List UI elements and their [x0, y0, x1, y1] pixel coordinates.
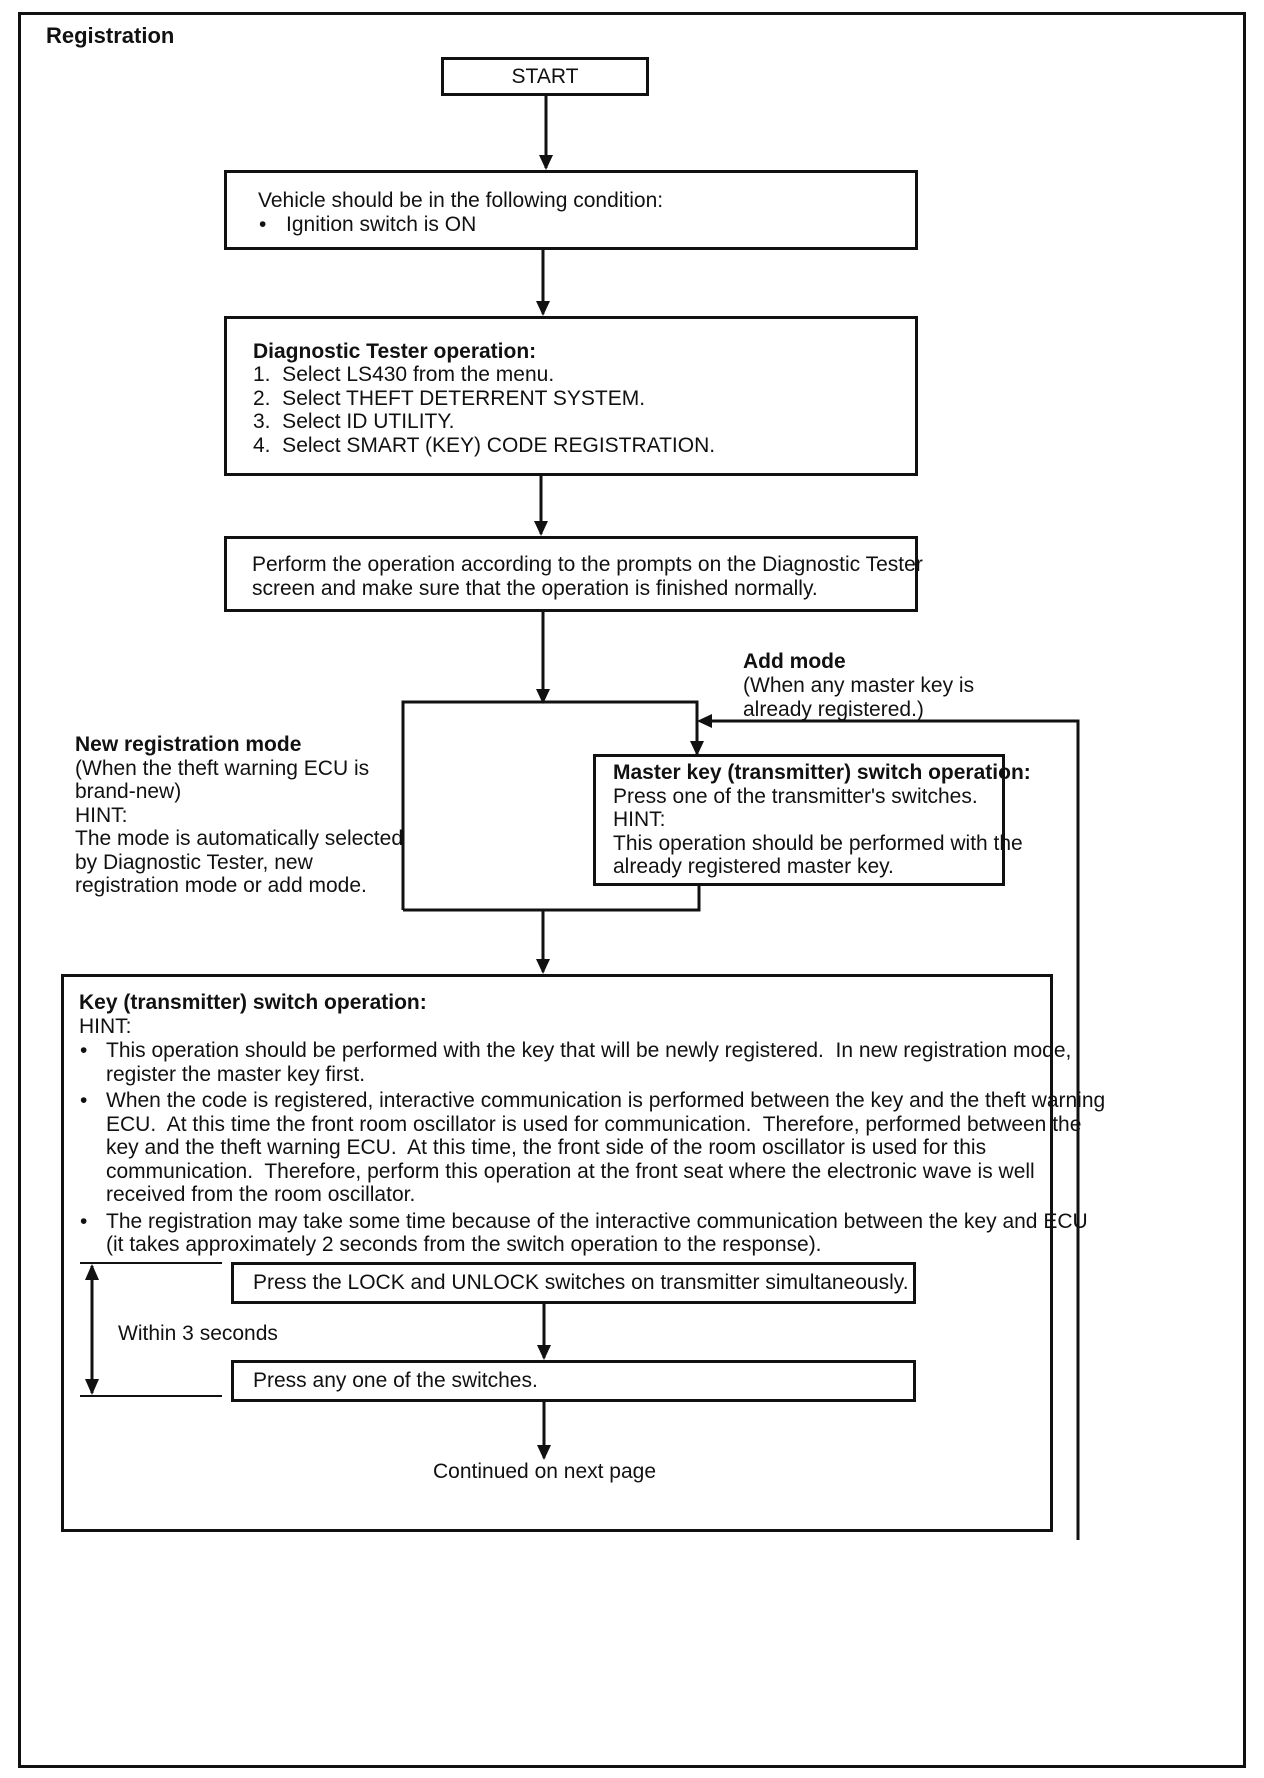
key-op-bullet-line: This operation should be performed with …: [106, 1039, 1072, 1062]
tester-box: [224, 316, 918, 476]
press-lock-text: Press the LOCK and UNLOCK switches on tr…: [253, 1271, 909, 1294]
master-key-heading: Master key (transmitter) switch operatio…: [613, 761, 1031, 784]
perform-box: [224, 536, 918, 612]
tester-item: 1. Select LS430 from the menu.: [253, 363, 555, 386]
press-any-box: [231, 1360, 916, 1402]
key-op-hint: HINT:: [79, 1015, 132, 1038]
key-op-bullet-mark: •: [80, 1089, 88, 1112]
master-key-line: already registered master key.: [613, 855, 894, 878]
mode-frame: [401, 700, 699, 910]
new-mode-line: HINT:: [75, 804, 128, 827]
perform-line: screen and make sure that the operation …: [252, 577, 818, 600]
return-loop-line: [700, 719, 1080, 1540]
press-any-text: Press any one of the switches.: [253, 1369, 538, 1392]
page-title: Registration: [46, 23, 175, 48]
key-op-bullet-line: received from the room oscillator.: [106, 1183, 416, 1206]
continued-label: Continued on next page: [433, 1460, 657, 1483]
key-op-box: [61, 974, 1053, 1532]
new-mode-heading: New registration mode: [75, 733, 302, 756]
tester-item: 2. Select THEFT DETERRENT SYSTEM.: [253, 387, 646, 410]
key-op-bullet-mark: •: [80, 1210, 88, 1233]
tester-item: 3. Select ID UTILITY.: [253, 410, 455, 433]
key-op-bullet-mark: •: [80, 1039, 88, 1062]
new-mode-line: (When the theft warning ECU is: [75, 757, 370, 780]
start-label: START: [511, 65, 579, 88]
key-op-bullet-line: register the master key first.: [106, 1063, 366, 1086]
key-op-bullet-line: key and the theft warning ECU. At this t…: [106, 1136, 987, 1159]
perform-line: Perform the operation according to the p…: [252, 553, 923, 576]
condition-bullet: Ignition switch is ON: [286, 213, 477, 236]
key-op-bullet-line: communication. Therefore, perform this o…: [106, 1160, 1035, 1183]
tester-heading: Diagnostic Tester operation:: [253, 340, 537, 363]
master-key-line: This operation should be performed with …: [613, 832, 1023, 855]
key-op-bullet-line: (it takes approximately 2 seconds from t…: [106, 1233, 822, 1256]
key-op-heading: Key (transmitter) switch operation:: [79, 991, 427, 1014]
new-mode-line: The mode is automatically selected: [75, 827, 403, 850]
key-op-bullet-line: The registration may take some time beca…: [106, 1210, 1088, 1233]
condition-bullet-mark: •: [259, 213, 267, 236]
add-mode-line: (When any master key is: [743, 674, 975, 697]
master-key-line: HINT:: [613, 808, 666, 831]
new-mode-line: by Diagnostic Tester, new: [75, 851, 313, 874]
master-key-box: [593, 754, 1005, 886]
key-op-bullet-line: When the code is registered, interactive…: [106, 1089, 1106, 1112]
new-mode-line: registration mode or add mode.: [75, 874, 367, 897]
tester-item: 4. Select SMART (KEY) CODE REGISTRATION.: [253, 434, 716, 457]
key-op-bullet-line: ECU. At this time the front room oscilla…: [106, 1113, 1082, 1136]
add-mode-heading: Add mode: [743, 650, 846, 673]
add-mode-line: already registered.): [743, 698, 924, 721]
outer-frame: [18, 12, 1246, 1768]
start-box: [441, 57, 649, 96]
master-key-line: Press one of the transmitter's switches.: [613, 785, 978, 808]
press-lock-box: [231, 1262, 916, 1304]
within-label: Within 3 seconds: [118, 1322, 278, 1345]
condition-box: [224, 170, 918, 250]
condition-text: Vehicle should be in the following condi…: [258, 189, 664, 212]
new-mode-line: brand-new): [75, 780, 182, 803]
